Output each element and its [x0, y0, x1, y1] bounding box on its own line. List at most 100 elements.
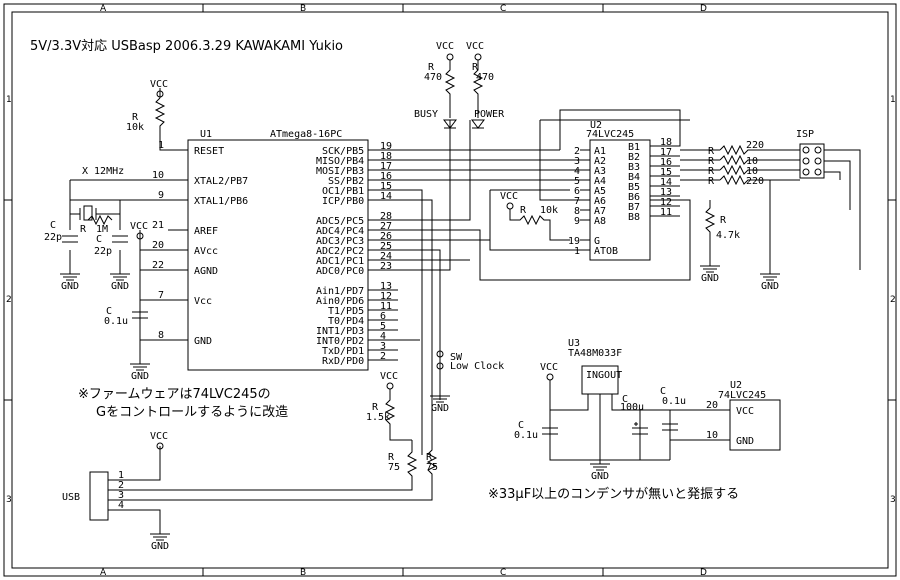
u2-pin-number: 6: [574, 186, 580, 197]
gnd-symbol: [110, 270, 130, 281]
svg-text:R: R: [708, 176, 715, 187]
gnd-label: GND: [431, 403, 449, 414]
usb-wiring: [108, 446, 161, 530]
svg-text:R: R: [708, 166, 715, 177]
u1-pin-number: 19: [380, 141, 392, 152]
c100u-ref: C: [622, 394, 628, 405]
r1m-symbol: [87, 214, 113, 226]
usb-label: USB: [62, 492, 80, 503]
r470-busy-ref: R: [428, 62, 435, 73]
gnd-symbol: [590, 460, 610, 471]
svg-text:A: A: [100, 4, 107, 14]
bus-wires: [398, 109, 691, 455]
u2pwr-body: [729, 399, 781, 451]
c01u-symbol: [132, 311, 148, 319]
u1-pin-number: 23: [380, 261, 392, 272]
svg-text:C: C: [500, 4, 506, 14]
u1-pin-name: AGND: [194, 266, 218, 277]
r75-b-value: 75: [426, 462, 438, 473]
vcc-u3: VCC: [540, 362, 558, 373]
u2pwr-part: 74LVC245: [718, 390, 766, 401]
u2-pin-name: B8: [628, 212, 640, 223]
u2-pin-number: 16: [660, 157, 672, 168]
u2-pin-number: 9: [574, 216, 580, 227]
r15k-ref: R: [372, 402, 379, 413]
c01u-value: 0.1u: [104, 316, 128, 327]
u1-pin-number: 4: [380, 331, 386, 342]
r1m-value: 1M: [96, 224, 108, 235]
u2-pin-name: A5: [594, 186, 606, 197]
u3-pins: INGOUT: [586, 370, 622, 381]
gnd-label: GND: [61, 281, 79, 292]
u2-pin-number: 13: [660, 187, 672, 198]
u2pwr-ref: U2: [730, 380, 742, 391]
svg-text:B: B: [300, 4, 306, 14]
frame-ticks: [4, 4, 896, 576]
u1-pin-name: ICP/PB0: [322, 196, 364, 207]
c01u-u3-value: 0.1u: [514, 430, 538, 441]
gnd-label: GND: [131, 371, 149, 382]
u1-pin-number: 11: [380, 301, 392, 312]
u2-pin-name: G: [594, 236, 600, 247]
u2-pin-number: 7: [574, 196, 580, 207]
svg-text:C: C: [500, 568, 506, 578]
c01u-ref: C: [106, 306, 112, 317]
u1-body: [187, 139, 369, 371]
u2pwr-gnd-pin: 10: [706, 430, 718, 441]
r15k-value: 1.5k: [366, 412, 390, 423]
u1-pin-number: 6: [380, 311, 386, 322]
u2-pin-number: 15: [660, 167, 672, 178]
gnd-symbol: [430, 392, 450, 403]
c22p-b-symbol: [112, 235, 128, 243]
note-firmware-line2: Gをコントロールするように改造: [96, 405, 288, 420]
svg-text:D: D: [700, 568, 707, 578]
u2-pin-name: A6: [594, 196, 606, 207]
u3-ref: U3: [568, 338, 580, 349]
u1-pin-number: 12: [380, 291, 392, 302]
u2-pin-number: 5: [574, 176, 580, 187]
r47k-value: 4.7k: [716, 230, 740, 241]
row-labels: 1 2 3 1 2 3: [6, 95, 896, 505]
u1-pin-name: Ain1/PD7: [316, 286, 364, 297]
r47k-ref: R: [720, 215, 727, 226]
u1-pin-name: T1/PD5: [328, 306, 364, 317]
vcc-avcc: VCC: [130, 221, 148, 232]
r75-a-ref: R: [388, 452, 395, 463]
u1-pin-name: ADC3/PC3: [316, 236, 364, 247]
u3-part: TA48M033F: [568, 348, 622, 359]
r470-power: [472, 60, 484, 118]
svg-text:2: 2: [6, 295, 12, 305]
gnd-label: GND: [701, 273, 719, 284]
u2-pin-name: A1: [594, 146, 606, 157]
usb-connector: [89, 471, 109, 521]
u2-pin-number: 17: [660, 147, 672, 158]
u1-pin-name: INT1/PD3: [316, 326, 364, 337]
u2-pin-number: 19: [568, 236, 580, 247]
u1-pin-number: 18: [380, 151, 392, 162]
c22p-a-symbol: [62, 235, 78, 243]
r10k-ref: R: [132, 112, 139, 123]
svg-text:2: 2: [118, 480, 124, 491]
c100u-symbol: [632, 422, 648, 435]
led-power-label: POWER: [474, 109, 505, 120]
switch-contact: [436, 350, 444, 358]
svg-text:3: 3: [6, 495, 12, 505]
r220-b: 220: [746, 176, 764, 187]
c01u-b-value: 0.1u: [662, 396, 686, 407]
r10k-g-ref: R: [520, 205, 527, 216]
r75-b-ref: R: [426, 452, 433, 463]
gnd-symbol: [60, 270, 80, 281]
u1-ref: U1: [200, 129, 212, 140]
r10k-reset: [154, 97, 166, 140]
svg-text:2: 2: [890, 295, 896, 305]
svg-text:1: 1: [890, 95, 896, 105]
gnd-symbol: [150, 530, 170, 541]
u1-pin-name: SS/PB2: [328, 176, 364, 187]
u2-ref: U2: [590, 120, 602, 131]
u2pwr-gnd: GND: [736, 436, 754, 447]
u2-pin-name: B5: [628, 182, 640, 193]
c01u-u3-ref: C: [518, 420, 524, 431]
u1-pin-name: GND: [194, 336, 212, 347]
c22p-value-a: 22p: [44, 232, 62, 243]
